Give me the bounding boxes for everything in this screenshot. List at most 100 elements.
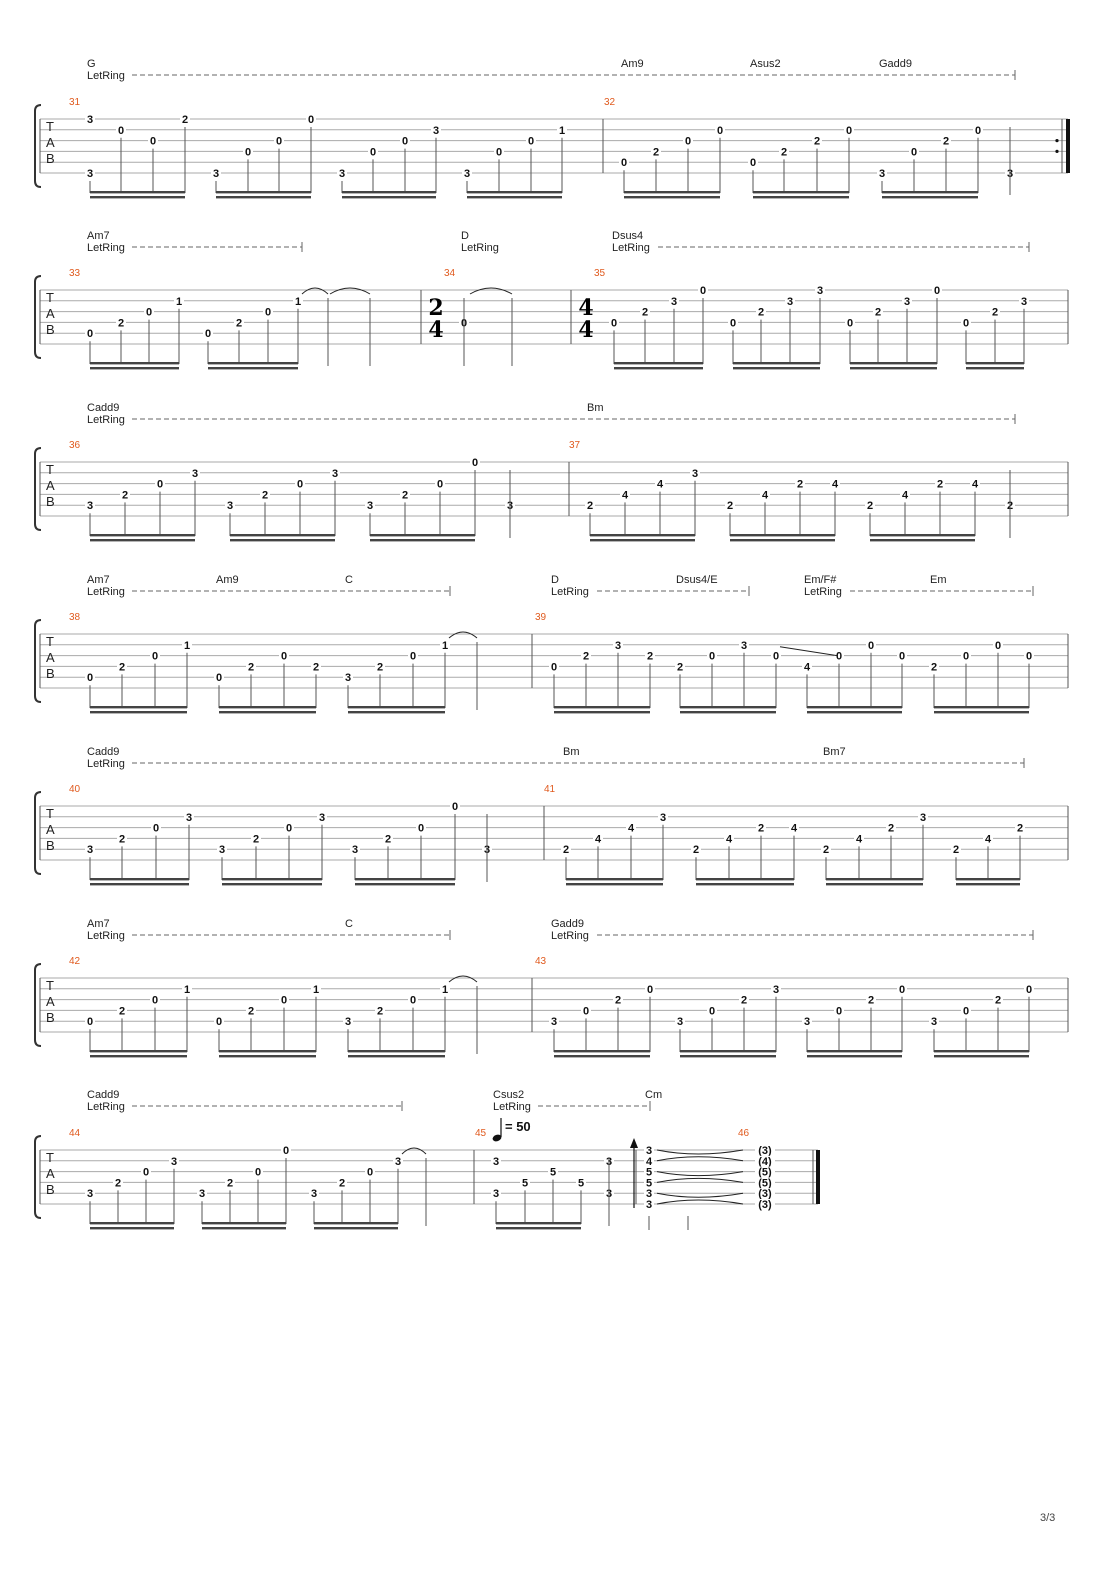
fret-number: 2 [995,995,1001,1007]
beam [882,191,978,194]
chord-name: Gadd9 [551,918,584,930]
ring-fret-number: (3) [758,1145,772,1157]
tempo-value: = 50 [505,1119,531,1134]
fret-bg [644,1188,654,1199]
fret-bg [707,650,717,661]
fret-number: 0 [143,1167,149,1179]
fret-bg [644,1177,654,1188]
letring-label: LetRing [87,414,125,426]
fret-bg [311,661,321,672]
measure-45: 453355533 [475,1128,614,1230]
fret-bg [144,306,154,317]
fret-bg [990,306,1000,317]
letring-label: LetRing [461,242,499,254]
fret-bg [993,994,1003,1005]
system-bracket [34,447,42,531]
fret-number: 1 [313,984,319,996]
fret-number: 0 [730,317,736,329]
fret-bg [715,124,725,135]
measure-number: 35 [594,268,606,279]
fret-bg [675,661,685,672]
fret-number: 0 [265,307,271,319]
fret-bg [365,1166,375,1177]
fret-bg [306,114,316,124]
fret-bg [217,844,227,855]
fret-number: 3 [345,1016,351,1028]
fret-bg [462,168,472,178]
fret-number: 3 [615,640,621,652]
fret-bg [243,146,253,157]
fret-number: 4 [902,489,909,501]
fret-number: 0 [836,1005,842,1017]
fret-bg [581,1005,591,1016]
fret-bg [548,1166,558,1177]
measure-number: 39 [535,612,547,623]
fret-number: 0 [717,125,723,137]
ring-fret-number: (3) [758,1188,772,1200]
beam [566,878,663,881]
beam [554,1055,650,1058]
fret-number: 0 [472,457,478,469]
fret-bg [184,811,194,822]
fret-number: 0 [276,136,282,148]
measure-32: 320200022030203 [604,97,1015,199]
letring-label: LetRing [804,586,842,598]
fret-number: 5 [646,1177,652,1189]
fret-bg [755,1188,775,1199]
fret-number: 2 [587,500,593,512]
beam [90,878,189,881]
fret-bg [655,478,665,489]
fret-bg [725,500,735,511]
fret-bg [576,1177,586,1188]
fret-number: 3 [345,672,351,684]
fret-bg [613,639,623,650]
fret-number: 3 [817,285,823,297]
fret-bg [973,124,983,135]
fret-bg [897,650,907,661]
fret-bg [613,994,623,1005]
beam [850,362,937,365]
time-signature-bottom: 4 [578,317,593,343]
fret-bg [116,124,126,135]
fret-bg [116,317,126,328]
beam [733,362,820,365]
fret-bg [85,1188,95,1199]
fret-number: 3 [787,296,793,308]
fret-number: 3 [87,844,93,856]
fret-number: 0 [205,328,211,340]
fret-number: 3 [319,812,325,824]
fret-bg [644,1199,654,1209]
fret-number: 0 [283,1145,289,1157]
beam [753,191,849,194]
beam [966,367,1024,370]
fret-bg [755,1177,775,1188]
time-signature-top: 2 [428,295,443,321]
fret-bg [683,135,693,146]
tie [329,287,371,295]
fret-bg [435,478,445,489]
fret-bg [932,285,942,295]
system-bracket [34,104,42,188]
fret-number: 0 [308,114,314,126]
fret-bg [197,1188,207,1199]
fret-bg [491,1155,501,1166]
fret-bg [1024,983,1034,994]
fret-number: 5 [578,1177,584,1189]
beam [342,191,436,194]
measure-number: 41 [544,784,556,795]
fret-number: 0 [216,1016,222,1028]
fret-number: 3 [646,1145,652,1157]
tab-clef-b: B [46,1182,55,1197]
fret-bg [246,1005,256,1016]
fret-number: 2 [868,995,874,1007]
fret-bg [909,146,919,157]
fret-number: 0 [621,157,627,169]
fret-number: 0 [611,317,617,329]
fret-number: 4 [622,489,629,501]
beam [590,534,695,537]
beam [680,1055,776,1058]
chord-name: Cm [645,1089,662,1101]
fret-number: 0 [452,801,458,813]
